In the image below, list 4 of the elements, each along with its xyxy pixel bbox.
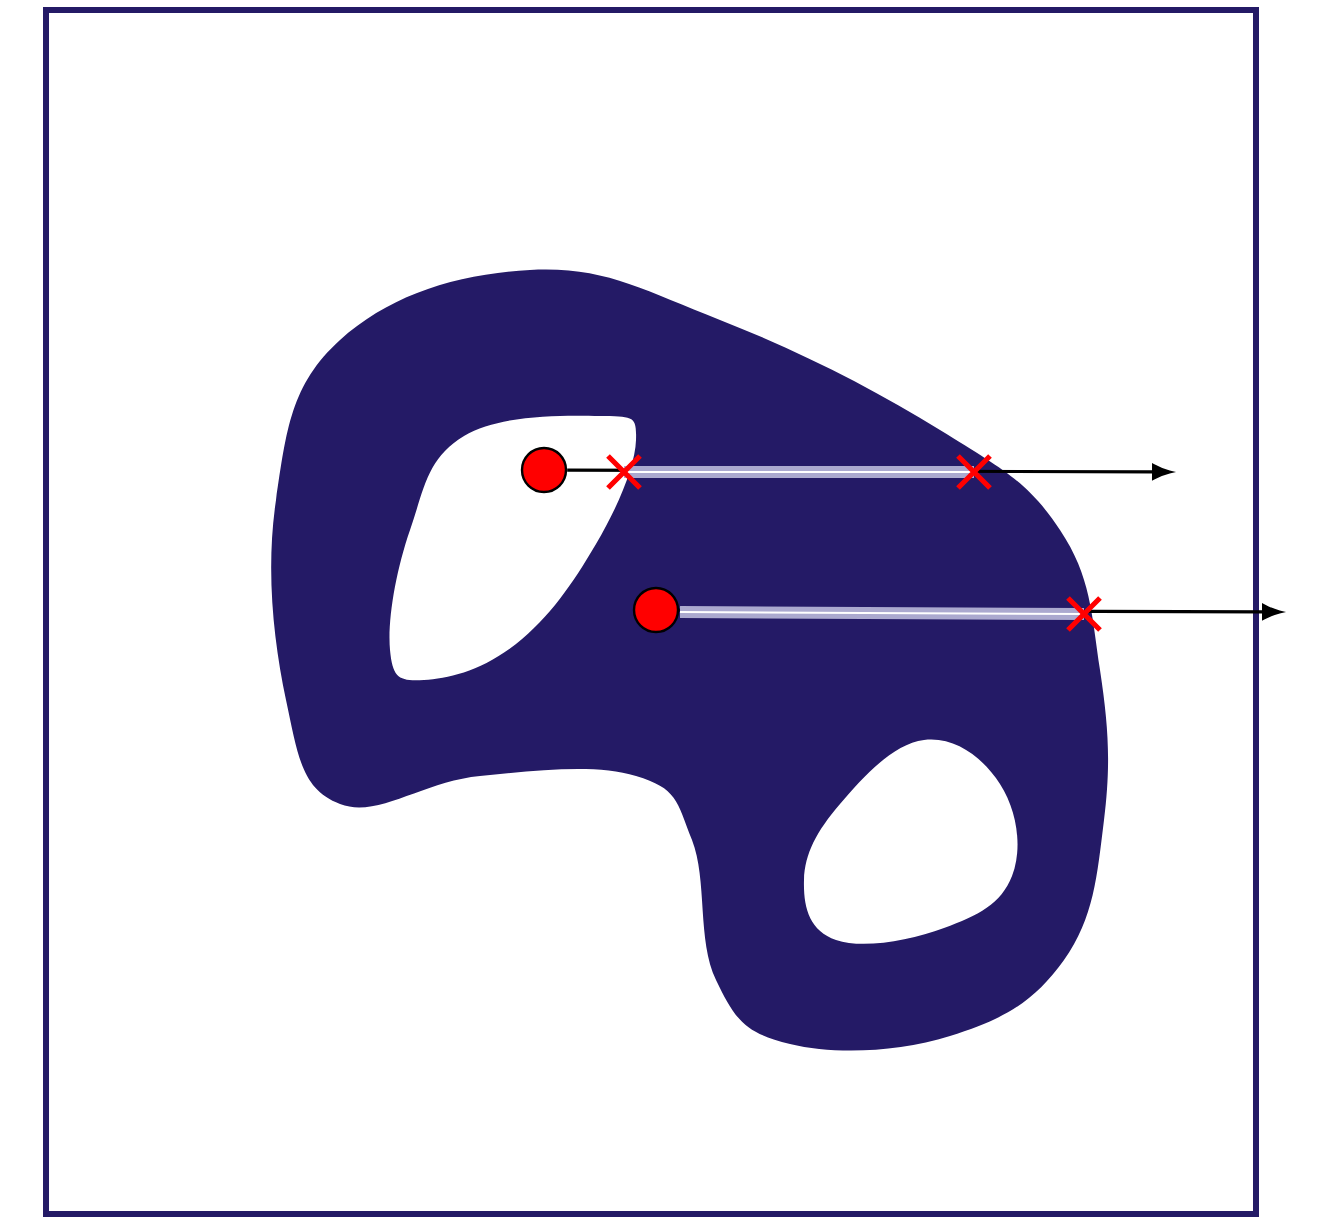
point-marker xyxy=(520,446,568,494)
point-marker xyxy=(632,586,680,634)
arrow xyxy=(567,464,1171,480)
arrow xyxy=(679,604,1281,620)
